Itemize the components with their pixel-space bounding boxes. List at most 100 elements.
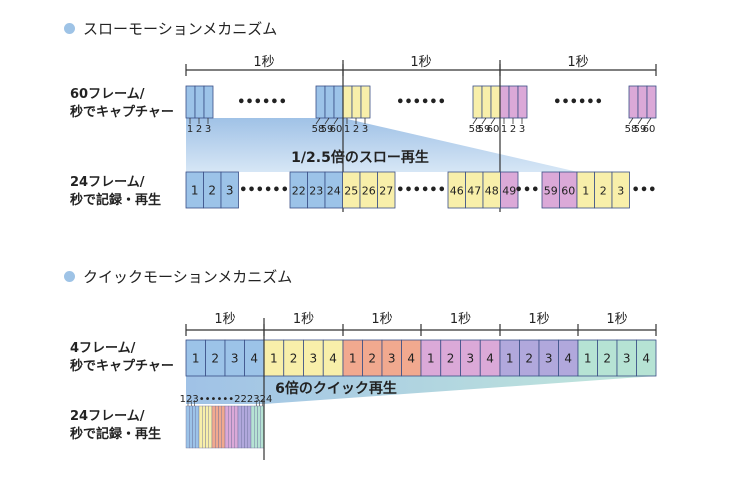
slow-record-label-line1: 24フレーム/ — [70, 175, 145, 190]
slow-capture-frame — [481, 85, 492, 119]
slow-capture-frame — [637, 85, 648, 119]
quick-record-frame — [247, 405, 252, 449]
quick-caption-band — [186, 376, 656, 404]
quick-second-label: 1秒 — [450, 312, 471, 327]
slow-frame-number: 59 — [321, 124, 334, 135]
slow-capture-frame — [324, 85, 335, 119]
quick-capture-label-line1: 4フレーム/ — [70, 341, 136, 356]
quick-record-frame — [215, 405, 219, 449]
quick-record-frame — [228, 405, 232, 449]
quick-capture-frame-label: 3 — [388, 352, 396, 366]
slow-frame-number: 58 — [625, 124, 638, 135]
slow-record-frame-label: 49 — [502, 185, 516, 198]
slow-frame-tick — [324, 117, 330, 125]
slow-capture-frame — [517, 85, 528, 119]
slow-frame-number: 60 — [330, 124, 343, 135]
slow-capture-frame — [351, 85, 362, 119]
slow-record-frame-label: 60 — [561, 185, 575, 198]
quick-capture-frame-label: 2 — [368, 352, 376, 366]
quick-capture-frame-label: 4 — [407, 352, 415, 366]
slow-capture-ellipsis: •••••• — [396, 95, 446, 110]
quick-record-label: 24フレーム/ 秒で記録・再生 — [70, 408, 182, 444]
slow-record-label-line2: 秒で記録・再生 — [70, 193, 162, 208]
slow-frame-number: 1 — [501, 124, 507, 135]
quick-record-frame — [208, 405, 213, 449]
quick-capture-frame-label: 3 — [310, 352, 318, 366]
quick-record-label-line1: 24フレーム/ — [70, 409, 145, 424]
slow-frame-number: 3 — [519, 124, 525, 135]
quick-motion-title-text: クイックモーションメカニズム — [83, 268, 293, 286]
slow-capture-frame — [490, 85, 501, 119]
quick-record-frame — [237, 405, 242, 449]
slow-frame-number: 58 — [469, 124, 482, 135]
slow-frame-number: 60 — [643, 124, 656, 135]
quick-capture-frame-label: 3 — [467, 352, 475, 366]
slow-record-frame-label: 22 — [292, 185, 306, 198]
quick-capture-frame-label: 2 — [603, 352, 611, 366]
quick-capture-label-line2: 秒でキャプチャー — [70, 359, 174, 374]
quick-record-frame — [257, 405, 261, 449]
slow-frame-number: 3 — [205, 124, 211, 135]
slow-record-frame-label: 48 — [485, 185, 499, 198]
slow-frame-number: 1 — [187, 124, 193, 135]
quick-capture-frame-label: 4 — [642, 352, 650, 366]
quick-record-frame — [244, 405, 248, 449]
slow-capture-frame — [203, 85, 214, 119]
slow-second-label: 1秒 — [567, 55, 588, 70]
quick-capture-frame-label: 4 — [329, 352, 337, 366]
quick-capture-frame-label: 3 — [231, 352, 239, 366]
quick-capture-frame-label: 4 — [564, 352, 572, 366]
slow-motion-title-text: スローモーションメカニズム — [83, 20, 278, 38]
slow-record-frame-label: 24 — [327, 185, 341, 198]
quick-second-label: 1秒 — [371, 312, 392, 327]
slow-frame-tick — [333, 117, 339, 125]
slow-capture-frame — [315, 85, 326, 119]
slow-capture-frame — [472, 85, 483, 119]
quick-record-frame — [231, 405, 235, 449]
slow-record-frame-label: 27 — [379, 185, 393, 198]
quick-capture-frame-label: 2 — [525, 352, 533, 366]
slow-record-frame — [500, 171, 519, 209]
slow-frame-number: 2 — [353, 124, 359, 135]
slow-record-frame — [611, 171, 630, 209]
quick-capture-frame-label: 1 — [270, 352, 278, 366]
slow-record-ellipsis: •••••• — [396, 183, 446, 198]
quick-record-frame — [224, 405, 229, 449]
quick-record-label-line2: 秒で記録・再生 — [70, 427, 162, 442]
quick-record-frame — [241, 405, 245, 449]
slow-record-frame-label: 2 — [208, 184, 216, 198]
slow-capture-frame — [499, 85, 510, 119]
quick-capture-frame-label: 2 — [211, 352, 219, 366]
quick-capture-frame-label: 1 — [427, 352, 435, 366]
slow-record-frame — [377, 171, 396, 209]
slow-second-label: 1秒 — [410, 55, 431, 70]
quick-motion-title: クイックモーションメカニズム — [64, 266, 292, 287]
slow-frame-number: 58 — [312, 124, 325, 135]
slow-frame-number: 3 — [362, 124, 368, 135]
slow-record-label: 24フレーム/ 秒で記録・再生 — [70, 174, 182, 210]
slow-frame-number: 2 — [196, 124, 202, 135]
quick-capture-frame-label: 2 — [290, 352, 298, 366]
slow-capture-frame — [342, 85, 353, 119]
slow-frame-tick — [628, 117, 634, 125]
slow-record-frame-label: 1 — [191, 184, 199, 198]
quick-capture-frame-label: 1 — [192, 352, 200, 366]
quick-capture-frame — [636, 339, 657, 377]
slow-record-frame-label: 25 — [344, 185, 358, 198]
quick-second-label: 1秒 — [606, 312, 627, 327]
slow-capture-frame — [508, 85, 519, 119]
slow-frame-tick — [646, 117, 652, 125]
quick-capture-label: 4フレーム/ 秒でキャプチャー — [70, 340, 182, 376]
bullet-icon — [64, 271, 75, 282]
slow-capture-label-line2: 秒でキャプチャー — [70, 105, 174, 120]
quick-capture-frame-label: 4 — [486, 352, 494, 366]
quick-record-index-label: 123••••••222324 — [180, 394, 273, 405]
quick-record-frame — [250, 405, 255, 449]
slow-motion-title: スローモーションメカニズム — [64, 18, 277, 39]
slow-record-frame-label: 26 — [362, 185, 376, 198]
quick-capture-frame-label: 3 — [545, 352, 553, 366]
quick-second-label: 1秒 — [214, 312, 235, 327]
quick-capture-frame-label: 4 — [250, 352, 258, 366]
